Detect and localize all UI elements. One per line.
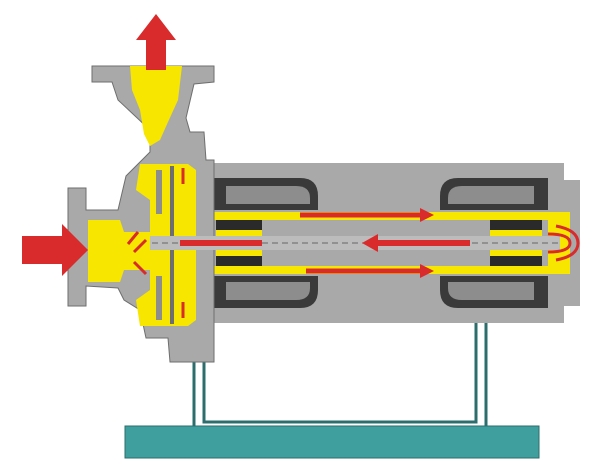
end-loop-arrow	[547, 224, 580, 262]
inlet-flow-arrow	[22, 224, 88, 276]
stator-winding-top	[210, 178, 548, 210]
stator-winding-bottom	[210, 276, 548, 308]
internal-flow-arrow-return	[180, 234, 470, 252]
outlet-flow-arrow	[136, 14, 176, 70]
casing-flow-marks	[126, 168, 185, 318]
support-frame	[192, 318, 488, 434]
outlet-nozzle-fluid	[130, 66, 182, 146]
base-plate	[124, 425, 540, 459]
internal-flow-arrow-top	[300, 208, 434, 222]
internal-flow-arrow-bottom	[306, 264, 434, 278]
